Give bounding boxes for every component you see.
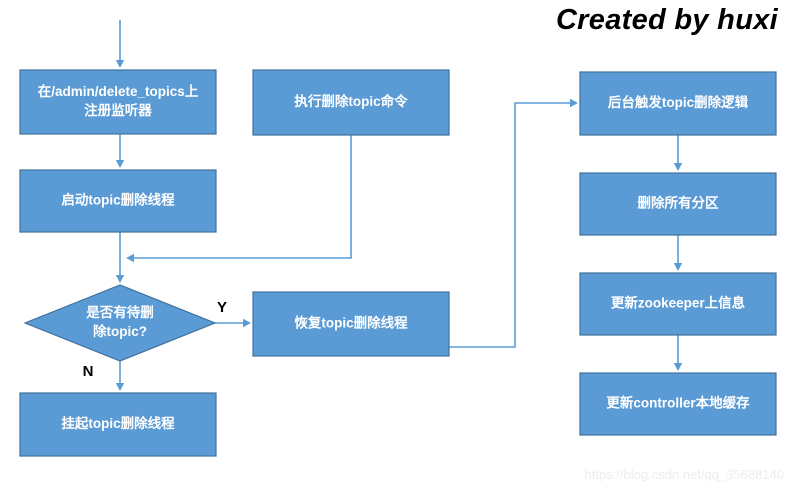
node-label: 除topic?	[93, 323, 147, 339]
node-label: 注册监听器	[84, 102, 152, 118]
arrowhead	[115, 60, 125, 68]
arrowhead	[115, 383, 125, 391]
node-label: 是否有待删	[86, 304, 154, 320]
arrowhead	[673, 263, 683, 271]
branch-label-y: Y	[217, 299, 227, 316]
node-background-trigger-logic[interactable]: 后台触发topic删除逻辑	[579, 71, 777, 136]
edge-start-to-decision	[115, 232, 125, 283]
process-shape	[579, 372, 777, 436]
process-shape	[19, 69, 217, 135]
watermark-text: https://blog.csdn.net/qq_35688140	[584, 467, 785, 482]
process-shape	[579, 172, 777, 236]
arrowhead	[243, 318, 251, 328]
node-label: 执行删除topic命令	[294, 93, 408, 109]
branch-labels-layer: YN	[83, 299, 227, 380]
decision-shape	[23, 284, 217, 362]
edges-layer	[115, 20, 683, 391]
node-label: 挂起topic删除线程	[61, 415, 175, 431]
edge-decision-yes-to-resume	[215, 318, 251, 328]
node-suspend-delete-thread[interactable]: 挂起topic删除线程	[19, 392, 217, 457]
page-title: Created by huxi	[555, 4, 778, 36]
process-shape	[252, 291, 450, 357]
edge-decision-no-to-suspend	[115, 361, 125, 391]
node-label: 启动topic删除线程	[61, 192, 175, 208]
node-update-zookeeper-info[interactable]: 更新zookeeper上信息	[579, 272, 777, 336]
node-label: 更新controller本地缓存	[606, 395, 750, 411]
edge-background-to-partitions	[673, 135, 683, 171]
node-delete-all-partitions[interactable]: 删除所有分区	[579, 172, 777, 236]
arrowhead	[115, 275, 125, 283]
edge-partitions-to-zookeeper	[673, 235, 683, 271]
process-shape	[19, 169, 217, 233]
node-label: 更新zookeeper上信息	[611, 295, 746, 311]
node-update-controller-cache[interactable]: 更新controller本地缓存	[579, 372, 777, 436]
arrowhead	[673, 363, 683, 371]
arrowhead	[570, 98, 578, 108]
edge-zookeeper-to-controller	[673, 335, 683, 371]
node-resume-delete-thread[interactable]: 恢复topic删除线程	[252, 291, 450, 357]
node-label: 删除所有分区	[638, 195, 719, 211]
node-label: 后台触发topic删除逻辑	[608, 94, 749, 110]
edge-entry-to-register	[115, 20, 125, 68]
edge-command-to-loop	[126, 135, 352, 263]
node-label: 恢复topic删除线程	[294, 315, 408, 331]
nodes-layer: 在/admin/delete_topics上注册监听器启动topic删除线程是否…	[19, 69, 777, 457]
node-run-delete-command[interactable]: 执行删除topic命令	[252, 69, 450, 136]
arrowhead	[126, 253, 134, 263]
process-shape	[579, 71, 777, 136]
branch-label-n: N	[83, 363, 94, 380]
process-shape	[19, 392, 217, 457]
process-shape	[579, 272, 777, 336]
edge-resume-to-background	[449, 98, 578, 348]
arrowhead	[115, 160, 125, 168]
node-start-delete-thread[interactable]: 启动topic删除线程	[19, 169, 217, 233]
node-label: 在/admin/delete_topics上	[38, 83, 199, 99]
edge-register-to-start	[115, 134, 125, 168]
arrowhead	[673, 163, 683, 171]
process-shape	[252, 69, 450, 136]
